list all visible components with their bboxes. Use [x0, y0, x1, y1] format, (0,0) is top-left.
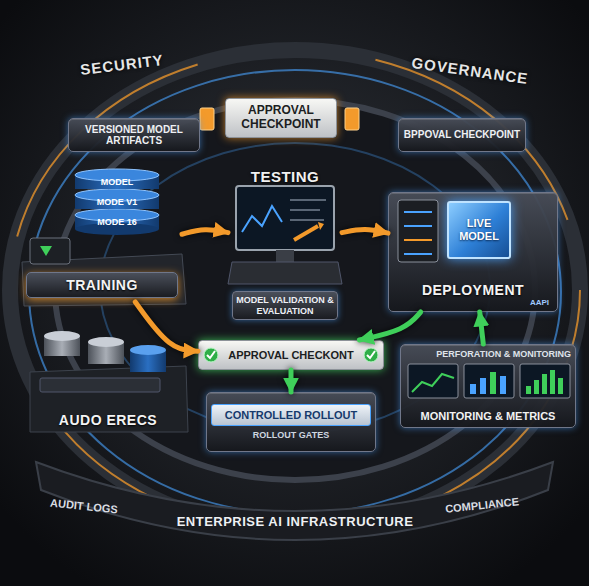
- disk-label: MODE V1: [75, 195, 159, 209]
- model-disks: [75, 169, 159, 235]
- check-circle: [204, 348, 218, 362]
- flow-arrow: [342, 230, 388, 233]
- metric-bar: [490, 372, 496, 394]
- status-icon: [40, 246, 52, 256]
- outer-ring: [10, 50, 580, 530]
- node-text: DEPLOYMENT: [422, 282, 524, 298]
- rack-slot: [404, 253, 432, 255]
- metric-bar: [542, 374, 547, 394]
- metric-line: [412, 374, 454, 392]
- data-store: AUDO ERECS: [28, 322, 188, 432]
- metric-bar: [526, 386, 531, 394]
- server-rack: [398, 200, 438, 262]
- flow-arrow: [359, 312, 420, 340]
- check-circle: [364, 348, 378, 362]
- disk-label: MODEL: [75, 175, 159, 189]
- lantern: [345, 108, 359, 130]
- node-text: CONTROLLED ROLLOUT: [211, 404, 371, 427]
- ring-label: GOVERNANCE: [409, 54, 530, 88]
- rack-slot: [404, 239, 432, 241]
- data-stores: [30, 331, 188, 432]
- node-text: LIVE MODEL: [451, 217, 507, 242]
- band-label: AUDIT LOGS: [46, 496, 123, 516]
- node-text: TESTING: [251, 168, 320, 185]
- check-mark: [207, 351, 215, 358]
- governance-rings: [10, 50, 580, 540]
- rack-slot: [404, 211, 432, 213]
- cylinder: [88, 337, 124, 347]
- trend-arrow: [294, 226, 318, 240]
- checkpoint-box: BPPOVAL CHECKPOINT: [398, 118, 526, 152]
- metric-bar: [480, 378, 486, 394]
- check-marks: [204, 348, 378, 362]
- monitor-stand: [276, 250, 294, 262]
- metric-screens: [408, 364, 570, 398]
- server-box: [30, 238, 70, 264]
- disk: [75, 189, 159, 201]
- metric-screen: [408, 364, 458, 398]
- band-title: ENTERPRISE AI INFRASTRUCTURE: [170, 514, 420, 529]
- flow-arrow: [135, 302, 198, 351]
- rollout-box: CONTROLLED ROLLOUT ROLLOUT GATES: [206, 392, 376, 452]
- process-stage: TESTING MODEL VALIDATION & EVALUATION: [228, 164, 342, 324]
- screen: [236, 186, 334, 250]
- node-text: BPPOVAL CHECKPOINT: [404, 129, 520, 141]
- node-text: MODEL VALIDATION & EVALUATION: [232, 291, 338, 320]
- node-text: PERFORATION & MONITORING: [436, 349, 571, 359]
- store-rack: [40, 378, 160, 392]
- metric-bar: [500, 376, 506, 394]
- metric-bar: [558, 378, 563, 394]
- rack-frame: [398, 200, 438, 262]
- cylinder: [44, 331, 80, 341]
- store-platform: [30, 366, 188, 432]
- artifact-box: VERSIONED MODEL ARTIFACTS: [68, 118, 200, 152]
- disk: [75, 169, 159, 181]
- node-text: MONITORING & METRICS: [421, 410, 556, 423]
- checkpoint-box: APPROVAL CHECKONT: [198, 340, 384, 370]
- node-text: VERSIONED MODEL ARTIFACTS: [73, 124, 195, 147]
- training-servers: [22, 238, 186, 306]
- screen-row: [290, 209, 320, 211]
- metric-bar: [470, 384, 476, 394]
- disk: [75, 223, 159, 235]
- screen-row: [290, 219, 324, 221]
- metric-screen: [520, 364, 570, 398]
- band-label: COMPLIANCE: [440, 495, 525, 516]
- chart-line: [242, 206, 282, 232]
- testing-monitor: [228, 186, 342, 284]
- monitoring-box: PERFORATION & MONITORING MONITORING & MET…: [400, 344, 576, 428]
- disk: [75, 209, 159, 221]
- flow-arrow: [182, 230, 228, 234]
- orange-glow-ring: [10, 50, 580, 530]
- metric-bar: [550, 370, 555, 394]
- check-mark: [367, 351, 375, 358]
- monitor-base: [228, 262, 342, 284]
- process-stage: TRAINING: [22, 210, 182, 302]
- process-stage: DEPLOYMENT AAPI LIVE MODEL: [388, 192, 558, 312]
- disk-label: MODE 16: [75, 215, 159, 229]
- metric-screen: [464, 364, 514, 398]
- checkpoint-box: APPROVAL CHECKPOINT: [225, 98, 337, 138]
- node-text: TRAINING: [26, 272, 178, 298]
- flow-arrow: [289, 370, 294, 392]
- flow-arrow: [480, 312, 484, 344]
- model-cube: LIVE MODEL: [447, 201, 511, 259]
- screen-row: [290, 199, 326, 201]
- node-text: APPROVAL CHECKONT: [228, 349, 354, 362]
- trend-head: [318, 222, 324, 230]
- lantern: [200, 108, 214, 130]
- cylinder: [130, 345, 166, 355]
- node-text: AAPI: [530, 298, 549, 307]
- node-text: ROLLOUT GATES: [253, 430, 329, 440]
- ring-label: SECURITY: [71, 50, 172, 79]
- metric-bar: [534, 380, 539, 394]
- node-text: APPROVAL CHECKPOINT: [230, 104, 332, 132]
- node-text: AUDO ERECS: [59, 412, 157, 428]
- base-band: [36, 462, 553, 540]
- rack-slot: [404, 225, 432, 227]
